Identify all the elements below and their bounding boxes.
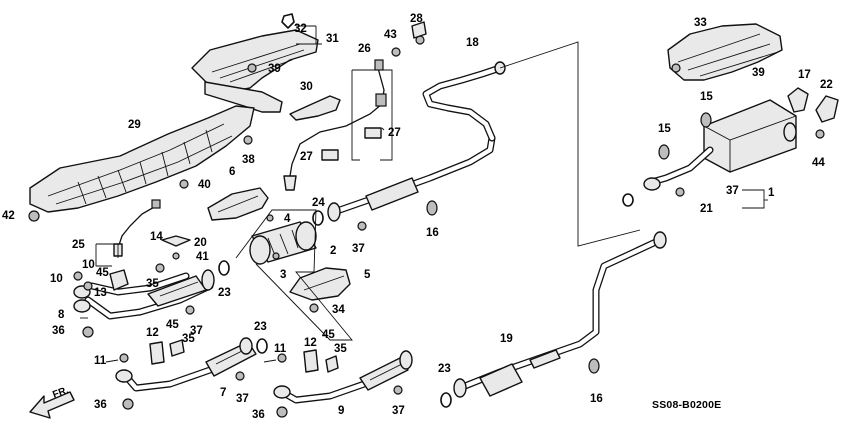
- heat-shield-small: [207, 187, 269, 221]
- callout-40: 40: [198, 179, 211, 191]
- front-direction-label: FR.: [51, 385, 70, 401]
- callout-15: 15: [700, 91, 713, 103]
- callout-23: 23: [254, 321, 267, 333]
- callout-37: 37: [190, 325, 203, 337]
- callout-31: 31: [326, 33, 339, 45]
- callout-27: 27: [300, 151, 313, 163]
- callout-35: 35: [182, 333, 195, 345]
- callout-37: 37: [392, 405, 405, 417]
- callout-25: 25: [72, 239, 85, 251]
- callout-10: 10: [50, 273, 63, 285]
- muffler-1: [643, 99, 797, 191]
- callout-12: 12: [146, 327, 159, 339]
- callout-36: 36: [252, 409, 265, 421]
- callout-6: 6: [229, 166, 235, 178]
- hardware-small-parts: [28, 21, 825, 418]
- callout-4: 4: [284, 213, 291, 225]
- callout-13: 13: [94, 287, 107, 299]
- callout-35: 35: [146, 278, 159, 290]
- callout-28: 28: [410, 13, 423, 25]
- callout-37: 37: [236, 393, 249, 405]
- callout-32: 32: [294, 23, 307, 35]
- oxygen-sensor-wire-26: [283, 59, 387, 191]
- callout-24: 24: [312, 197, 325, 209]
- callout-11: 11: [274, 343, 287, 355]
- connector-27-lower: [321, 149, 339, 161]
- callout-23: 23: [218, 287, 231, 299]
- leader-lines: [80, 25, 768, 363]
- tail-pipe-finisher-22: [815, 95, 839, 123]
- exhaust-pipe-7: [115, 337, 257, 392]
- callout-35: 35: [334, 343, 347, 355]
- callout-37: 37: [352, 243, 365, 255]
- oxygen-sensor-wire-25: [113, 199, 161, 257]
- callout-29: 29: [128, 119, 141, 131]
- callout-1: 1: [768, 187, 775, 199]
- callout-19: 19: [500, 333, 513, 345]
- converter-cover-5: [289, 267, 351, 301]
- callout-16: 16: [426, 227, 439, 239]
- callout-33: 33: [694, 17, 707, 29]
- exhaust-pipe-8: [73, 269, 215, 320]
- callout-22: 22: [820, 79, 833, 91]
- callout-39: 39: [268, 63, 281, 75]
- callout-7: 7: [220, 387, 226, 399]
- callout-11: 11: [94, 355, 107, 367]
- callout-39: 39: [752, 67, 765, 79]
- callout-21: 21: [700, 203, 713, 215]
- callout-5: 5: [364, 269, 371, 281]
- converter-group-boundary: [235, 209, 353, 341]
- callout-16: 16: [590, 393, 603, 405]
- callout-14: 14: [150, 231, 163, 243]
- callout-38: 38: [242, 154, 255, 166]
- callout-2: 2: [330, 245, 336, 257]
- callout-23: 23: [438, 363, 451, 375]
- callout-37: 37: [726, 185, 739, 197]
- callout-45: 45: [96, 267, 109, 279]
- callout-45: 45: [166, 319, 179, 331]
- callout-15: 15: [658, 123, 671, 135]
- callout-labels: 1234567891010111112121314151516161718192…: [2, 13, 833, 421]
- callout-17: 17: [798, 69, 811, 81]
- clip-32: [281, 13, 295, 29]
- connector-27-upper: [364, 127, 382, 139]
- rear-pipe-19: [453, 231, 667, 398]
- callout-36: 36: [94, 399, 107, 411]
- callout-41: 41: [196, 251, 209, 263]
- reference-line: [499, 41, 641, 247]
- callout-12: 12: [304, 337, 317, 349]
- callout-30: 30: [300, 81, 313, 93]
- exhaust-pipe-9: [273, 350, 413, 404]
- bracket-30: [289, 95, 341, 121]
- callout-43: 43: [384, 29, 397, 41]
- callout-45: 45: [322, 329, 335, 341]
- heat-shield-main: [29, 105, 255, 213]
- catalytic-converter-2: [249, 221, 317, 265]
- callout-27: 27: [388, 127, 401, 139]
- hanger-17: [787, 87, 809, 113]
- heat-shield-rear: [667, 23, 783, 81]
- front-direction-arrow: FR.: [29, 385, 75, 419]
- callout-18: 18: [466, 37, 479, 49]
- callout-20: 20: [194, 237, 207, 249]
- callout-3: 3: [280, 269, 286, 281]
- heat-shield-upper: [191, 29, 319, 113]
- callout-8: 8: [58, 309, 65, 321]
- diagram-code: SS08-B0200E: [652, 399, 721, 411]
- exhaust-pipe-18: [422, 61, 506, 142]
- callout-44: 44: [812, 157, 825, 169]
- middle-pipe: [327, 134, 496, 222]
- callout-36: 36: [52, 325, 65, 337]
- callout-9: 9: [338, 405, 344, 417]
- callout-42: 42: [2, 210, 15, 222]
- callout-34: 34: [332, 304, 345, 316]
- callout-10: 10: [82, 259, 95, 271]
- callout-26: 26: [358, 43, 371, 55]
